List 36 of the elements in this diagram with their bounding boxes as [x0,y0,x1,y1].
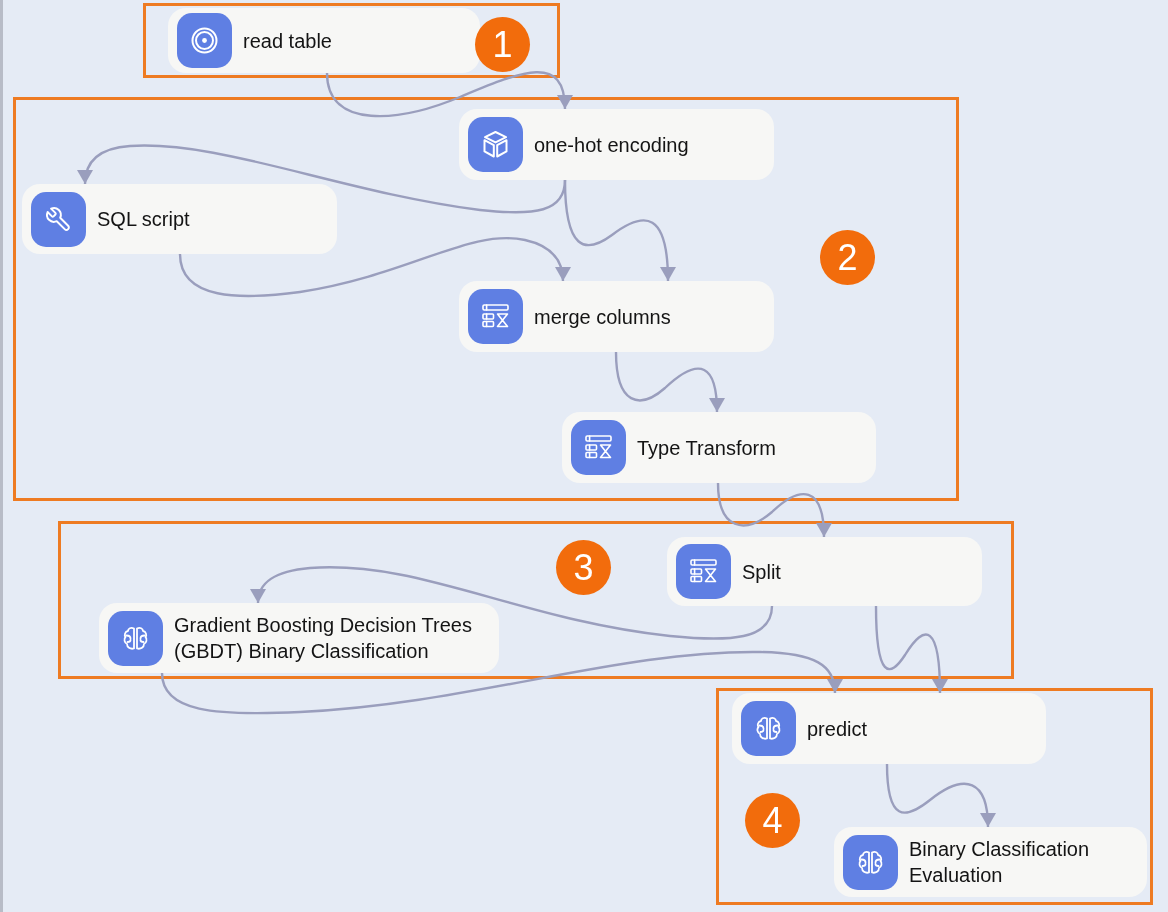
process-box [667,537,982,606]
group-frame [143,3,560,78]
connector-arrow [178,237,571,298]
node-label: merge columns [534,304,671,330]
group-frame [13,97,959,501]
node-label: predict [807,716,868,742]
connector-arrow [874,604,948,695]
node-label: Split [742,559,781,585]
node-label: read table [243,28,332,54]
number-badge: 3 [556,540,611,595]
connector-arrow [325,71,572,118]
process-box [732,693,1046,764]
number-badge: 4 [745,793,800,848]
process-box [834,827,1147,897]
process-box [22,184,337,254]
process-box [562,412,876,483]
number-badge: 1 [475,17,530,72]
connector-arrow [251,566,774,640]
number-badge: 2 [820,230,875,285]
node-label: Binary Classification Evaluation [909,837,1091,888]
connector-arrow [614,350,725,414]
connector-arrow [716,481,832,539]
node-label: Gradient Boosting Decision Trees (GBDT) Binary Classification [174,613,473,664]
connector-arrow [160,650,843,715]
process-box [459,109,774,180]
process-box [168,8,480,73]
process-box [99,603,499,673]
connector-arrow [563,178,676,283]
process-box [459,281,774,352]
node-label: Type Transform [637,435,776,461]
node-label: SQL script [97,207,190,232]
node-label: one-hot encoding [534,132,689,158]
connector-arrow [77,144,567,214]
group-frame [58,521,1014,679]
group-frame [716,688,1153,905]
connector-arrow [885,762,996,829]
